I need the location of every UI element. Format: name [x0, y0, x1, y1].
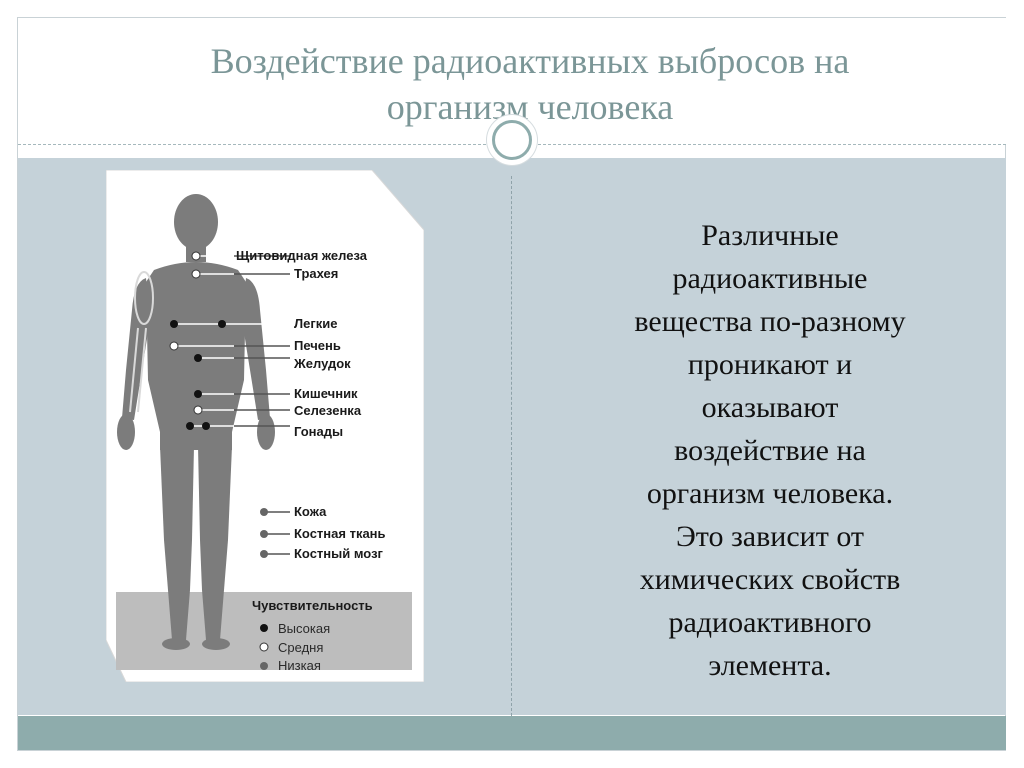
- organ-leader-lines: [176, 255, 291, 427]
- body-line-9: химических свойств: [639, 563, 901, 596]
- organ-markers: [169, 251, 268, 558]
- slide-title-line-1: Воздействие радиоактивных выбросов на: [210, 41, 850, 81]
- tissue-label-marrow: Костный мозг: [294, 546, 384, 561]
- organ-label-spleen: Селезенка: [294, 403, 362, 418]
- slide-title-line-2: организм человека: [386, 87, 674, 127]
- arm-bones: [129, 271, 154, 413]
- organ-leader-lines-outer: [234, 255, 290, 555]
- slide-footer-bar: [18, 716, 1006, 750]
- human-body-diagram: Щитовидная железа Трахея Легкие Печень Ж…: [106, 170, 424, 682]
- column-divider: [511, 176, 512, 716]
- legend-label-low: Низкая: [278, 658, 321, 673]
- tissue-label-skin: Кожа: [294, 504, 327, 519]
- slide-body-text: Различные радиоактивные вещества по-разн…: [560, 214, 980, 687]
- organ-label-trachea: Трахея: [294, 266, 338, 281]
- body-line-1: Различные: [701, 219, 839, 252]
- body-line-11: элемента.: [708, 649, 832, 682]
- organ-label-intestine: Кишечник: [294, 386, 358, 401]
- body-line-6: воздействие на: [674, 434, 866, 467]
- body-diagram-svg: Щитовидная железа Трахея Легкие Печень Ж…: [106, 170, 424, 682]
- tissue-label-bone: Костная ткань: [294, 526, 386, 541]
- organ-label-stomach: Желудок: [293, 356, 351, 371]
- organ-label-gonads: Гонады: [294, 424, 343, 439]
- ring-ornament-icon: [487, 115, 537, 165]
- organ-label-lungs: Легкие: [294, 316, 338, 331]
- body-line-7: организм человека.: [646, 477, 894, 510]
- organ-label-thyroid: Щитовидная железа: [236, 248, 368, 263]
- legend-low-dot-icon: [260, 662, 268, 670]
- organ-label-liver: Печень: [294, 338, 341, 353]
- legend-label-medium: Средня: [278, 640, 323, 655]
- legend-medium-dot-icon: [259, 642, 269, 652]
- legend-label-high: Высокая: [278, 621, 330, 636]
- body-line-8: Это зависит от: [675, 520, 865, 553]
- slide-title: Воздействие радиоактивных выбросов на ор…: [78, 38, 982, 130]
- body-line-4: проникают и: [687, 348, 853, 381]
- legend-title: Чувствительность: [252, 598, 373, 613]
- body-line-10: радиоактивного: [668, 606, 872, 639]
- body-line-5: оказывают: [701, 391, 839, 424]
- legend-high-dot-icon: [260, 624, 268, 632]
- body-line-2: радиоактивные: [672, 262, 868, 295]
- body-line-3: вещества по-разному: [634, 305, 906, 338]
